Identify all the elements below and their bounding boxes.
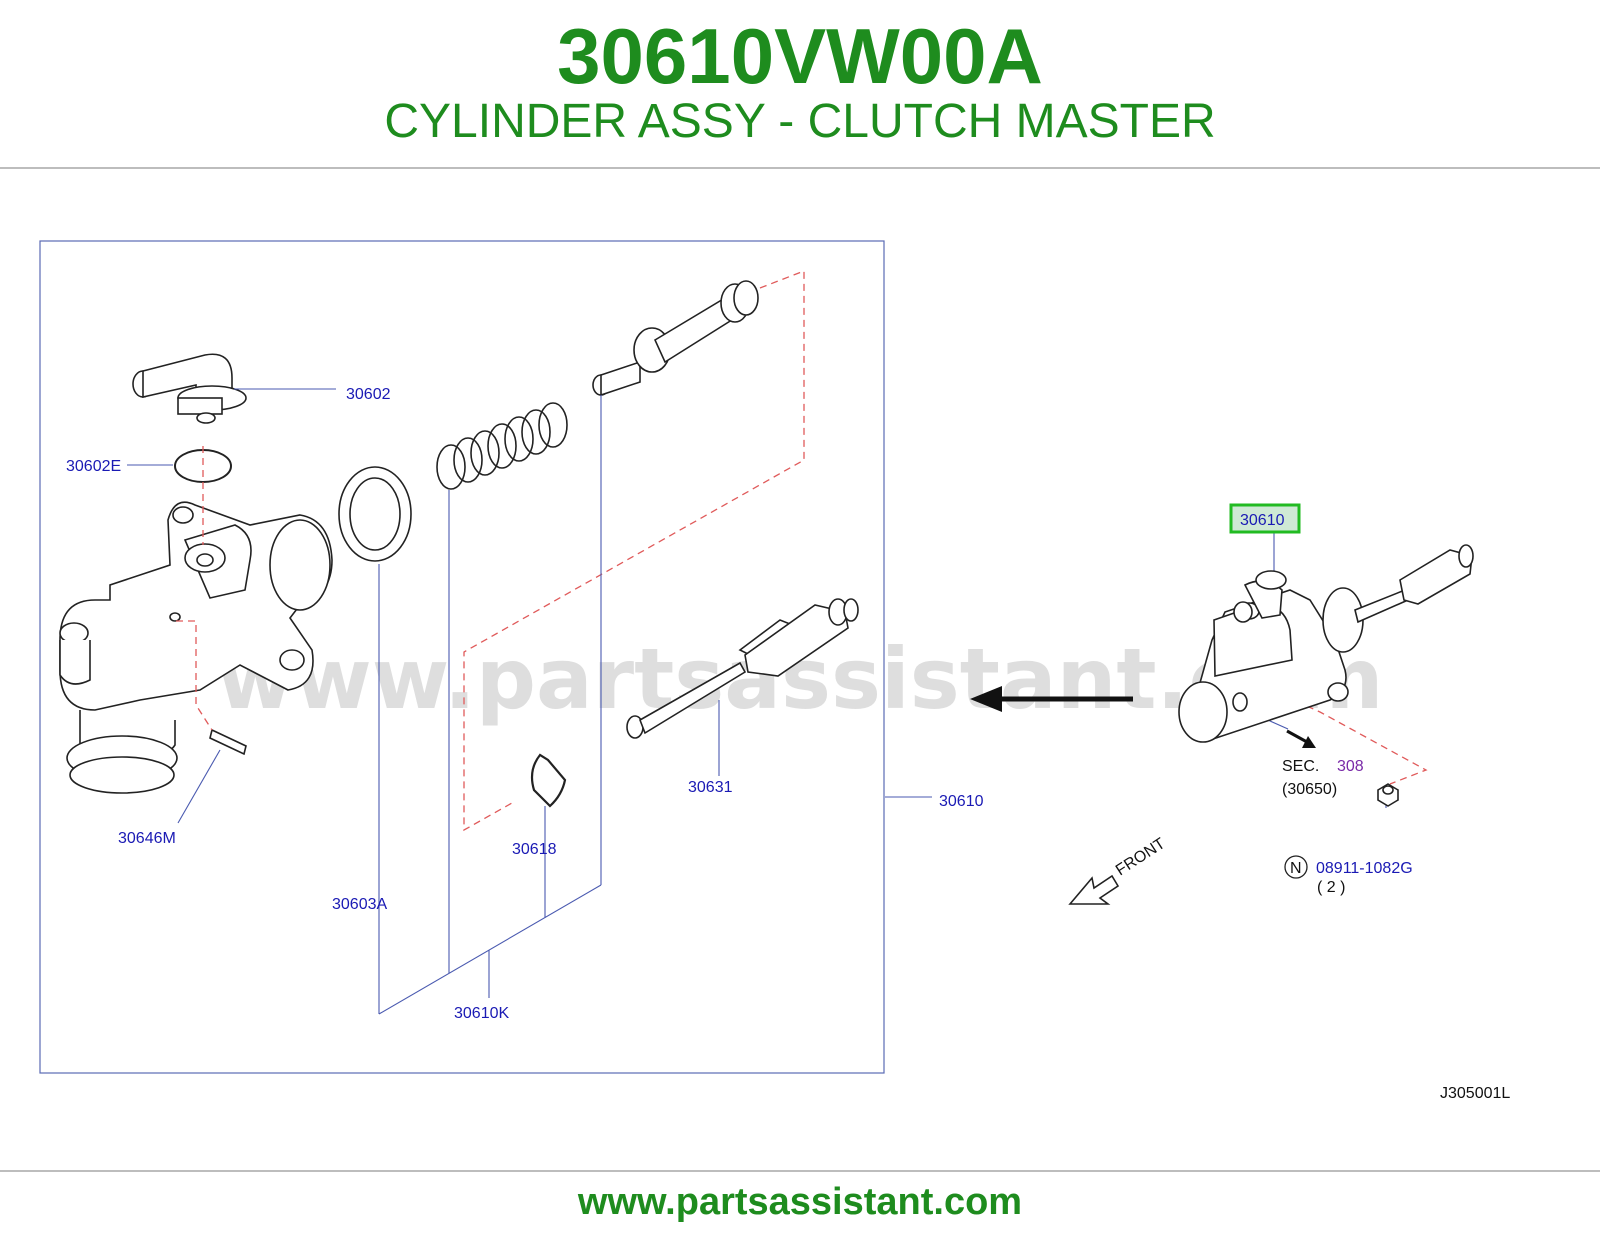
part-number-title: 30610VW00A [557,12,1043,100]
push-rod-drawing [626,598,859,739]
callout-30631[interactable]: 30631 [688,779,733,796]
header-divider [0,167,1600,169]
direction-arrow [970,686,1133,712]
pin-drawing [209,728,247,756]
sec-reference: (30650) [1282,781,1337,798]
callout-30610-frame[interactable]: 30610 [939,793,984,810]
callout-30602E[interactable]: 30602E [66,458,121,475]
snap-ring-drawing [530,753,567,808]
callout-30602[interactable]: 30602 [346,386,391,403]
cylinder-body-drawing [59,501,333,794]
exploded-parts [59,280,859,808]
exploded-view-frame [39,240,885,1074]
callout-nut-part[interactable]: 08911-1082G [1316,860,1413,877]
highlight-box[interactable] [1229,503,1301,534]
sec-number[interactable]: 308 [1337,758,1364,775]
drawing-code: J305001L [1440,1085,1510,1102]
elbow-connector-drawing [132,353,247,424]
sec-label: SEC. [1282,758,1319,775]
front-arrow [1068,874,1120,905]
callout-30610K[interactable]: 30610K [454,1005,509,1022]
nut-symbol-circle [1284,855,1308,879]
piston-drawing [592,280,759,397]
callout-30618[interactable]: 30618 [512,841,557,858]
spring-drawing [436,402,568,490]
nut-symbol: N [1290,860,1302,877]
callout-30646M[interactable]: 30646M [118,830,176,847]
callout-30603A[interactable]: 30603A [332,896,387,913]
o-ring-drawing [174,449,232,483]
sec-arrow [1286,729,1316,748]
callout-30610-highlighted[interactable]: 30610 [1240,512,1285,529]
assembled-cylinder-drawing [1178,544,1474,807]
nut-quantity: ( 2 ) [1317,879,1345,896]
footer-divider [0,1170,1600,1172]
footer-url[interactable]: www.partsassistant.com [577,1181,1023,1223]
leader-lines [127,388,1387,1015]
part-description: CYLINDER ASSY - CLUTCH MASTER [384,95,1216,148]
callout-labels: 30602 30602E 30646M 30603A 30618 30610K … [66,386,1510,1102]
front-label: FRONT [1113,835,1169,879]
seal-ring-drawing [338,466,412,562]
